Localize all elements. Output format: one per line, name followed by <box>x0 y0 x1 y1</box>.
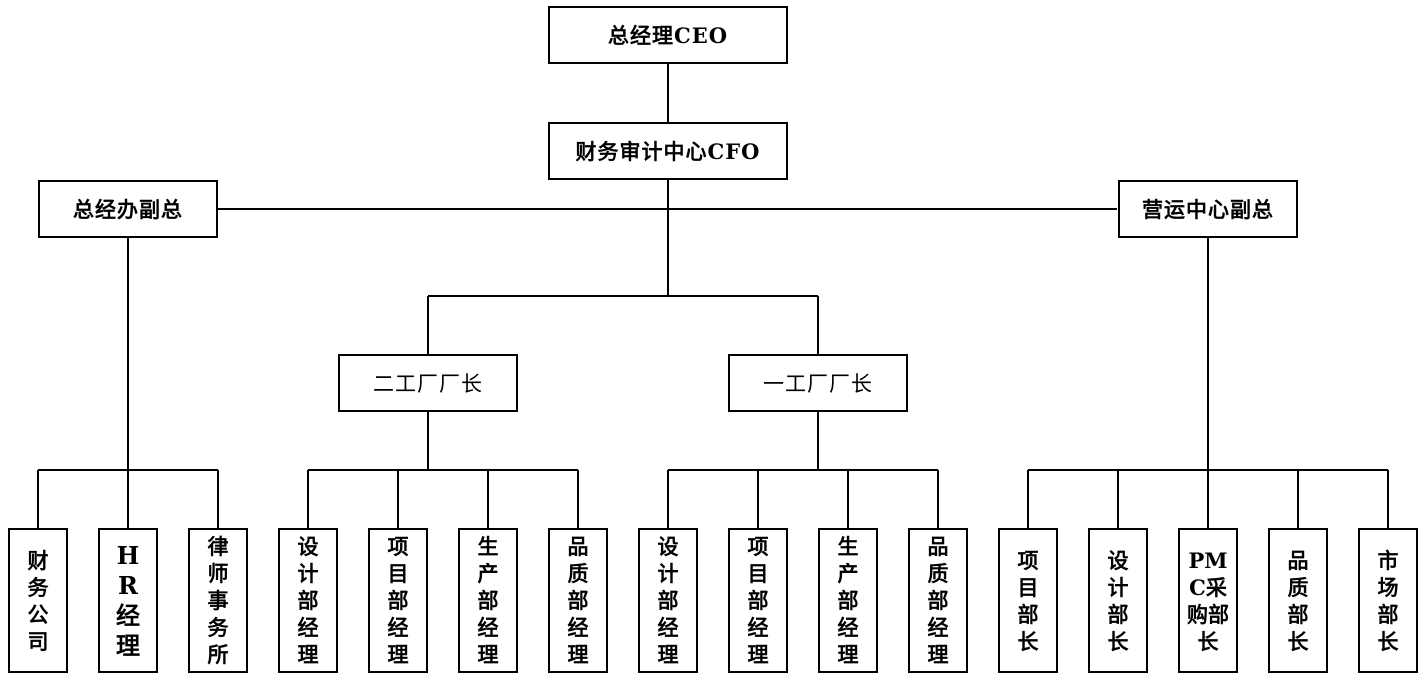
plant1-unit-production: 生产部经理 <box>818 528 878 673</box>
plant2-unit-production: 生产部经理 <box>458 528 518 673</box>
unit-label: 设计部经理 <box>657 534 679 667</box>
plant2-box: 二工厂厂长 <box>338 354 518 412</box>
cfo-box: 财务审计中心CFO <box>548 122 788 180</box>
unit-finance-company: 财务公司 <box>8 528 68 673</box>
unit-label: 品质部经理 <box>927 534 949 667</box>
plant1-unit-quality: 品质部经理 <box>908 528 968 673</box>
unit-label: 设计部长 <box>1107 547 1129 654</box>
plant2-unit-quality: 品质部经理 <box>548 528 608 673</box>
unit-label: 品质部经理 <box>567 534 589 667</box>
ops-unit-marketing: 市场部长 <box>1358 528 1418 673</box>
plant2-unit-project: 项目部经理 <box>368 528 428 673</box>
vp-office-label: 总经办副总 <box>73 197 183 222</box>
unit-label: 生产部经理 <box>477 534 499 667</box>
plant2-label: 二工厂厂长 <box>373 372 483 396</box>
cfo-label: 财务审计中心CFO <box>575 139 761 164</box>
plant1-unit-design: 设计部经理 <box>638 528 698 673</box>
unit-label: 律师事务所 <box>207 534 229 667</box>
unit-label: 项目部经理 <box>387 534 409 667</box>
unit-label: 项目部经理 <box>747 534 769 667</box>
vp-operations-label: 营运中心副总 <box>1142 197 1274 222</box>
ceo-box: 总经理CEO <box>548 6 788 64</box>
unit-label: 设计部经理 <box>297 534 319 667</box>
ops-unit-project: 项目部长 <box>998 528 1058 673</box>
unit-hr-manager: HR经理 <box>98 528 158 673</box>
unit-label: 项目部长 <box>1017 547 1039 654</box>
unit-law-office: 律师事务所 <box>188 528 248 673</box>
unit-label: PMC采购部长 <box>1187 547 1229 654</box>
vp-office-box: 总经办副总 <box>38 180 218 238</box>
unit-label: 财务公司 <box>27 547 49 654</box>
ops-unit-pmc-purchasing: PMC采购部长 <box>1178 528 1238 673</box>
ops-unit-design: 设计部长 <box>1088 528 1148 673</box>
vp-operations-box: 营运中心副总 <box>1118 180 1298 238</box>
plant1-box: 一工厂厂长 <box>728 354 908 412</box>
unit-label: 生产部经理 <box>837 534 859 667</box>
plant1-unit-project: 项目部经理 <box>728 528 788 673</box>
unit-label: 品质部长 <box>1287 547 1309 654</box>
unit-label: 市场部长 <box>1377 547 1399 654</box>
plant2-unit-design: 设计部经理 <box>278 528 338 673</box>
ceo-label: 总经理CEO <box>607 23 728 48</box>
ops-unit-quality: 品质部长 <box>1268 528 1328 673</box>
unit-label: HR经理 <box>116 540 140 660</box>
plant1-label: 一工厂厂长 <box>763 372 873 396</box>
